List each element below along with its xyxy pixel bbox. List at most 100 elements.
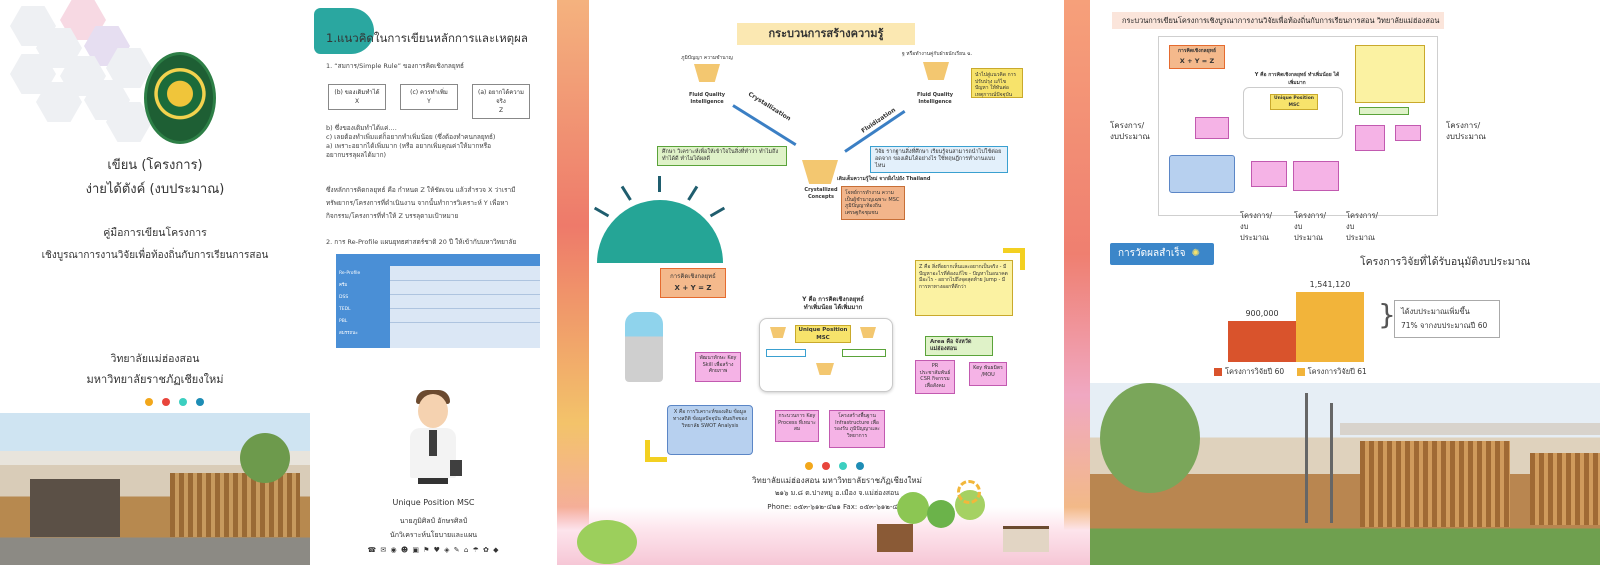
budget-bar-chart: 900,000 1,541,120 [1090, 0, 1600, 565]
mini-process-box [1251, 161, 1287, 187]
left-budget-label: โครงการ/งบประมาณ [1110, 121, 1150, 141]
cover-subtitle-line1: คู่มือการเขียนโครงการ [103, 227, 207, 239]
fluid-left-top: ภูมิปัญญา ความชำนาญ [681, 55, 733, 61]
table-row: TEDL [339, 307, 351, 312]
campus-photo [1090, 383, 1600, 565]
brace-icon: } [1378, 298, 1396, 331]
signboard [877, 524, 913, 552]
bottom-budget-label: โครงการ/ งบประมาณ [1346, 211, 1379, 242]
sun-icon [957, 480, 981, 504]
person-caption: Unique Position MSC [392, 498, 475, 507]
concept-item2: 2. การ Re-Profile แผนยุทธศาสตร์ชาติ 20 ป… [326, 238, 517, 246]
lightbulb-icon: ✺ [1191, 248, 1200, 259]
glass-icon [802, 160, 838, 184]
unique-position-label: Unique Position MSC [795, 325, 851, 343]
results-title: กระบวนการเขียนโครงการเชิงบูรณาการงานวิจั… [1112, 12, 1444, 29]
person-name: นายภูมิศิลป์ อักษรศิลป์ [399, 517, 468, 525]
table-row: DSS [339, 295, 349, 300]
pr-box: PR ประชาสัมพันธ์ CSR กิจกรรมเพื่อสังคม [915, 360, 955, 394]
sun-illustration [597, 200, 723, 263]
left-decor-strip [557, 0, 589, 565]
concept-panel: 1.แนวคิดในการเขียนหลักการและเหตุผล 1. “ส… [310, 0, 557, 565]
yellow-note-box: นำไปสู่แนวคิด การปรับปรุง แก้ไขปัญหา ให้… [971, 68, 1023, 98]
cover-org-line1: วิทยาลัยแม่ฮ่องสอน [110, 353, 200, 365]
mini-unique-card: Unique Position MSC [1243, 87, 1343, 139]
swot-box: X คือ การวิเคราะห์ของเดิม ข้อมูลทางสถิติ… [667, 405, 753, 455]
table-row: สมรรถนะ [339, 331, 358, 336]
yellow-bracket [645, 440, 667, 462]
concept-paragraph: ซึ่งหลักการคิดกลยุทธ์ คือ กำหนด Z ให้ชัด… [326, 186, 516, 220]
color-dot [179, 398, 187, 406]
legend-label: โครงการวิจัยปี 61 [1307, 367, 1367, 376]
glass-icon [694, 64, 720, 82]
table-row: ครีม [339, 283, 348, 288]
process-panel: กระบวนการสร้างความรู้ ภูมิปัญญา ความชำนา… [557, 0, 1090, 565]
process-title: กระบวนการสร้างความรู้ [737, 23, 915, 45]
campus-photo [0, 413, 310, 565]
right-budget-label: โครงการ/งบประมาณ [1446, 121, 1486, 141]
color-dot [196, 398, 204, 406]
green-study-box: ศึกษา วิเคราะห์เพื่อให้เข้าใจในสิ่งที่ทำ… [657, 146, 787, 166]
unique-position-card: Unique Position MSC [759, 318, 893, 392]
x-box: (b) ของเดิมทำได้X [328, 84, 386, 110]
crystallization-arrow [732, 104, 797, 146]
infrastructure-box: โครงสร้างพื้นฐาน Infrastructure เพื่อรอง… [829, 410, 885, 448]
reprofile-table: Re-Profile ครีม DSS TEDL PBL สมรรถนะ [336, 254, 540, 348]
cover-panel: เขียน (โครงการ) ง่ายได้ตังค์ (งบประมาณ) … [0, 0, 310, 565]
color-dot [162, 398, 170, 406]
key-process-box: กระบวนการ Key Process ที่เหมาะสม [775, 410, 819, 442]
color-dot [805, 462, 813, 470]
footer-address: ๒๑๖ ม.๘ ต.ปางหมู อ.เมือง จ.แม่ฮ่องสอน [774, 489, 900, 497]
chart-value-label: 900,000 [1245, 309, 1279, 319]
mini-infra-box [1293, 161, 1339, 191]
city-illustration [557, 507, 1090, 565]
contact-icons-row: ☎ ✉ ◉ ☻ ▣ ⚑ ♥ ◈ ✎ ⌂ ☂ ✿ ◆ [367, 546, 500, 554]
crystallization-label: Crystallization [746, 90, 792, 123]
orange-topic-box: โจทย์การทำงาน ความเป็นผู้ชำนาญเฉพาะ MSC … [841, 186, 905, 220]
color-dot [145, 398, 153, 406]
mini-y-label: Y คือ การคิดเชิงกลยุทธ์ ทำเพิ่มน้อย ได้เ… [1254, 72, 1340, 86]
mini-formula-box: การคิดเชิงกลยุทธ์X + Y = Z [1169, 45, 1225, 69]
heading-shape [314, 8, 374, 54]
table-row: PBL [339, 319, 348, 324]
mini-pr-box [1355, 125, 1385, 151]
color-dot [822, 462, 830, 470]
z-definition-box: Z คือ สิ่งที่อยากเห็นและอยากเป็นจริง - ม… [915, 260, 1013, 316]
color-dots [145, 398, 204, 406]
blue-research-box: วิจัย รากฐานสิ่งที่ศึกษา เรียนรู้จนสามาร… [870, 146, 1008, 173]
key-partner-box: Key พันธมิตร /MOU [969, 362, 1007, 386]
fluid-left-label: Fluid Quality Intelligence [689, 92, 725, 105]
right-decor-strip [1064, 0, 1090, 565]
fluid-right-top: ฐ หรือทำงานคู่กับฝ่ายนักเรียน ฉ. [901, 51, 973, 57]
color-dot [856, 462, 864, 470]
legend-swatch [1214, 368, 1222, 376]
cover-subtitle-line2: เชิงบูรณาการงานวิจัยเพื่อท้องถิ่นกับการเ… [41, 250, 269, 261]
formula-box: การคิดเชิงกลยุทธ์ X + Y = Z [660, 268, 726, 298]
chart-value-label: 1,541,120 [1309, 280, 1351, 289]
legend-swatch [1296, 368, 1305, 376]
briefcase-icon [450, 460, 462, 476]
fluidization-label: Fluidization [860, 106, 897, 135]
chart-legend: โครงการวิจัยปี 60 โครงการวิจัยปี 61 [1214, 366, 1367, 378]
chart-heading: โครงการวิจัยที่ได้รับอนุมัติงบประมาณ [1360, 256, 1531, 268]
university-seal-logo [144, 52, 216, 144]
mini-key-box [1395, 125, 1421, 141]
color-dots [805, 462, 864, 470]
color-dot [839, 462, 847, 470]
concept-item1: 1. “สมการ/Simple Rule” ของการคิดเชิงกลยุ… [326, 62, 464, 70]
footer-org: วิทยาลัยแม่ฮ่องสอน มหาวิทยาลัยราชภัฏเชีย… [752, 476, 922, 485]
yellow-bracket [1003, 248, 1025, 270]
table-row: Re-Profile [339, 271, 361, 276]
fluid-right-label: Fluid Quality Intelligence [917, 92, 953, 105]
mini-skill-box [1195, 117, 1229, 139]
integration-diagram: การคิดเชิงกลยุทธ์X + Y = Z Y คือ การคิดเ… [1158, 36, 1438, 216]
success-measure-badge: การวัดผลสำเร็จ✺ [1110, 243, 1214, 265]
chart-bar [1228, 321, 1296, 362]
house-icon [1003, 526, 1049, 552]
chart-bar [1296, 292, 1364, 362]
cover-title-line1: เขียน (โครงการ) [107, 158, 203, 173]
crystallized-label: Crystallized Concepts [804, 187, 838, 200]
mini-swot-box [1169, 155, 1235, 193]
